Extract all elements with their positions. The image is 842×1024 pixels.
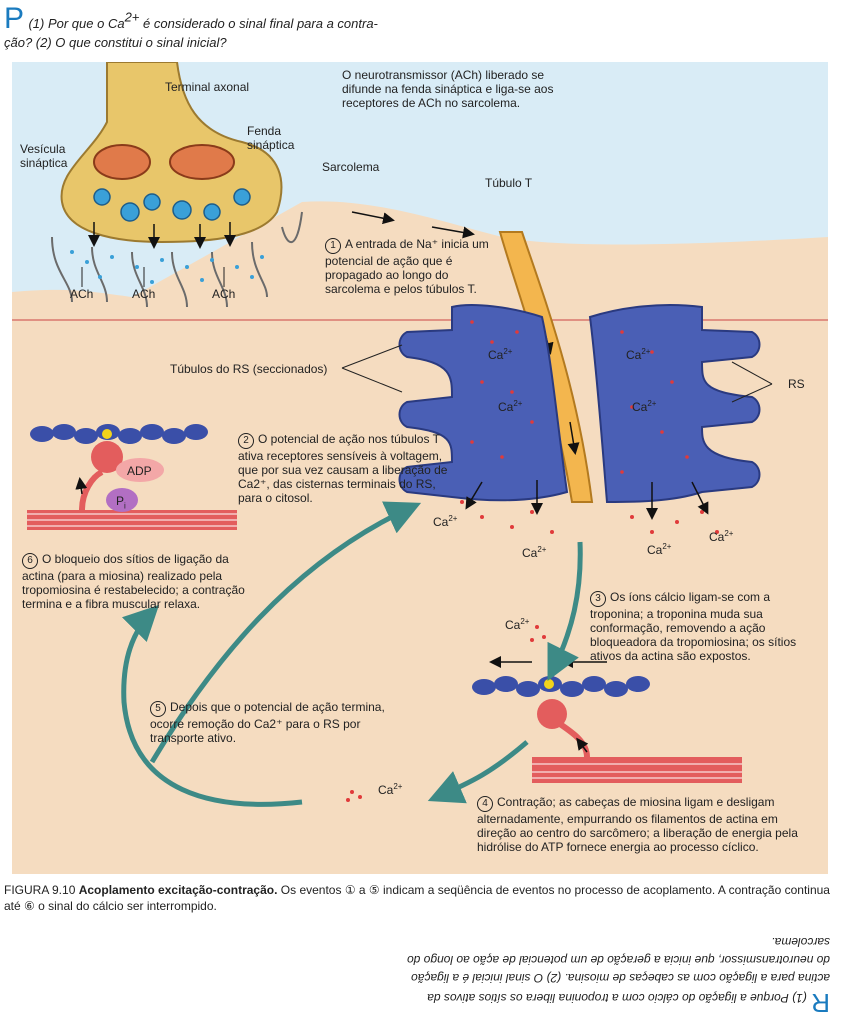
label-tubulos-rs: Túbulos do RS (seccionados): [170, 362, 328, 376]
mitochondrion: [93, 144, 151, 180]
label-fenda: Fenda sináptica: [247, 124, 295, 152]
label-terminal-axonal: Terminal axonal: [165, 80, 250, 94]
label-rs: RS: [788, 377, 805, 391]
label-pi: Pi: [116, 494, 126, 511]
label-ach-3: ACh: [212, 287, 236, 301]
label-ca-10: Ca2+: [378, 782, 403, 797]
question-sup: 2+: [124, 9, 140, 25]
figure-caption: FIGURA 9.10 Acoplamento excitação-contra…: [4, 882, 834, 914]
pi-shape: [106, 488, 138, 512]
label-adp: ADP: [127, 464, 152, 478]
actin-filament-left: [30, 424, 208, 444]
mitochondrion: [169, 144, 235, 180]
label-ca-2: Ca2+: [498, 399, 523, 414]
question-text-b: é considerado o sinal final para a contr…: [139, 16, 378, 31]
figure-diagram: [12, 62, 828, 874]
answer-text: (1) Porque a ligação do cálcio com a tro…: [407, 935, 830, 1005]
label-ca-4: Ca2+: [632, 399, 657, 414]
label-ca-8: Ca2+: [709, 529, 734, 544]
label-vesicula: Vesícula sináptica: [20, 142, 68, 170]
label-sarcolema: Sarcolema: [322, 160, 380, 174]
sr-left: [398, 304, 569, 502]
actin-filament-right: [472, 676, 650, 697]
question-text-c: ção? (2) O que constitui o sinal inicial…: [4, 35, 227, 50]
myosin-filament-left: [27, 441, 237, 530]
label-ca-6: Ca2+: [522, 545, 547, 560]
myosin-filament-right: [532, 699, 742, 783]
sr-right: [588, 304, 761, 504]
label-ach-note: O neurotransmissor (ACh) liberado se dif…: [342, 68, 554, 110]
label-ach-2: ACh: [132, 287, 156, 301]
label-tubulo-t: Túbulo T: [485, 176, 533, 190]
label-ca-1: Ca2+: [488, 347, 513, 362]
sarcolema-surface: [12, 201, 828, 322]
question-text-a: (1) Por que o Ca: [28, 16, 125, 31]
adp-shape: [116, 458, 164, 482]
caption-label: FIGURA 9.10: [4, 883, 76, 897]
question-block: P (1) Por que o Ca2+ é considerado o sin…: [4, 4, 524, 52]
answer-block: R (1) Porque a ligação do cálcio com a t…: [400, 935, 830, 1018]
label-ach-1: ACh: [70, 287, 94, 301]
label-ca-7: Ca2+: [647, 542, 672, 557]
label-ca-9: Ca2+: [505, 617, 530, 632]
caption-text: Os eventos ① a ⑤ indicam a seqüência de …: [4, 883, 830, 913]
label-ca-3: Ca2+: [626, 347, 651, 362]
question-letter: P: [4, 2, 25, 35]
caption-title: Acoplamento excitação-contração.: [78, 883, 278, 897]
answer-letter: R: [811, 988, 830, 1018]
label-ca-5: Ca2+: [433, 514, 458, 529]
